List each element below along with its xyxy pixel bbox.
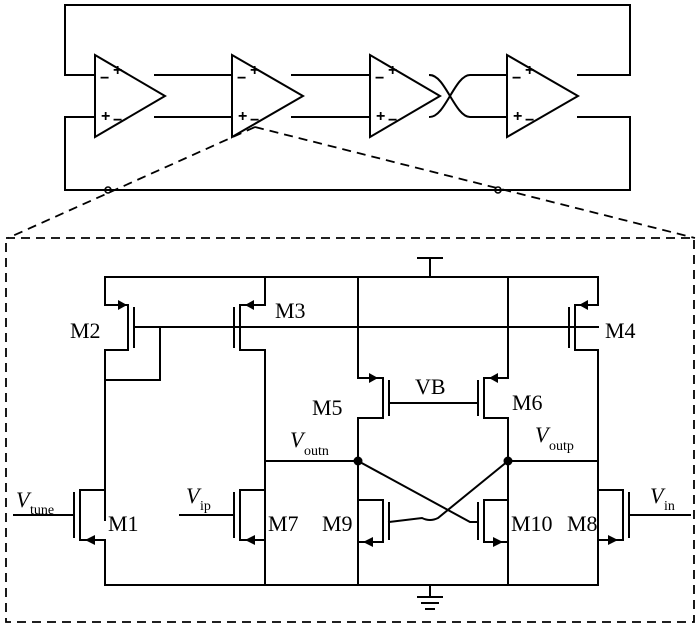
label-m1: M1 bbox=[108, 511, 139, 536]
vdd-symbol bbox=[417, 257, 443, 278]
transistor-m10 bbox=[477, 499, 509, 547]
diff-amp-stage-3: − + + − bbox=[369, 53, 442, 139]
label-m2: M2 bbox=[70, 318, 101, 343]
transistor-m7 bbox=[179, 489, 266, 545]
delay-cell-schematic: M2 M3 M4 M5 M6 VB M1 M7 M9 M10 M8 V tune… bbox=[13, 257, 691, 610]
stage-3-out-minus: − bbox=[388, 112, 397, 129]
stage-4-out-plus: + bbox=[525, 62, 534, 79]
label-m3: M3 bbox=[275, 298, 306, 323]
label-m4: M4 bbox=[605, 318, 636, 343]
cross-wire-b bbox=[387, 459, 510, 524]
ring-oscillator: − + + − − + + − − + + − − + + − bbox=[64, 4, 631, 191]
transistor-m4 bbox=[568, 276, 599, 586]
transistor-m5 bbox=[357, 276, 390, 586]
wire-s3-s4-cross-b bbox=[428, 74, 508, 119]
stage-1-out-minus: − bbox=[113, 112, 122, 129]
svg-text:V: V bbox=[290, 427, 306, 452]
delay-cell-boundary bbox=[5, 237, 695, 623]
stage-1-in-minus: − bbox=[100, 70, 109, 87]
stage-3-in-minus: − bbox=[375, 70, 384, 87]
label-vb: VB bbox=[415, 374, 446, 399]
label-m10: M10 bbox=[511, 511, 553, 536]
zoom-tap-right bbox=[494, 186, 502, 194]
stage-1-out-plus: + bbox=[113, 62, 122, 79]
label-voutp: V outp bbox=[535, 422, 574, 454]
svg-text:outn: outn bbox=[304, 444, 329, 459]
svg-text:ip: ip bbox=[200, 499, 211, 514]
stage-4-in-plus: + bbox=[513, 108, 522, 125]
stage-2-out-plus: + bbox=[250, 62, 259, 79]
stage-2-in-plus: + bbox=[238, 108, 247, 125]
svg-text:V: V bbox=[535, 422, 551, 447]
transistor-m1 bbox=[13, 489, 106, 586]
svg-text:V: V bbox=[650, 483, 666, 508]
zoom-line-left bbox=[7, 126, 256, 239]
stage-2-out-minus: − bbox=[250, 112, 259, 129]
svg-text:outp: outp bbox=[549, 439, 574, 454]
transistor-m9 bbox=[357, 499, 390, 547]
m2-diode-wire bbox=[104, 326, 161, 381]
transistor-m6 bbox=[477, 276, 509, 586]
zoom-line-right bbox=[254, 126, 696, 239]
feedback-wire-bottom bbox=[64, 116, 631, 191]
label-m7: M7 bbox=[268, 511, 299, 536]
diff-amp-stage-2: − + + − bbox=[231, 53, 305, 139]
label-voutn: V outn bbox=[290, 427, 329, 459]
stage-3-in-plus: + bbox=[376, 108, 385, 125]
label-m5: M5 bbox=[312, 395, 343, 420]
transistor-m8 bbox=[597, 489, 691, 545]
label-vtune: V tune bbox=[16, 487, 54, 518]
stage-4-in-minus: − bbox=[512, 70, 521, 87]
cross-wire-a bbox=[356, 459, 479, 523]
feedback-wire-top bbox=[64, 4, 631, 76]
svg-text:V: V bbox=[186, 483, 202, 508]
label-m8: M8 bbox=[567, 511, 598, 536]
stage-2-in-minus: − bbox=[237, 70, 246, 87]
label-m9: M9 bbox=[322, 511, 353, 536]
svg-text:tune: tune bbox=[30, 503, 54, 518]
transistor-m2 bbox=[104, 276, 599, 521]
label-vin: V in bbox=[650, 483, 675, 514]
zoom-tap-left bbox=[104, 186, 112, 194]
diff-amp-stage-1: − + + − bbox=[94, 53, 167, 139]
transistor-m3 bbox=[233, 276, 266, 586]
label-vip: V ip bbox=[186, 483, 211, 514]
svg-text:V: V bbox=[16, 487, 32, 512]
stage-1-in-plus: + bbox=[101, 108, 110, 125]
wire-s3-s4-cross-a bbox=[428, 73, 508, 118]
diff-amp-stage-4: − + + − bbox=[506, 53, 580, 139]
svg-text:in: in bbox=[664, 499, 675, 514]
stage-3-out-plus: + bbox=[388, 62, 397, 79]
stage-4-out-minus: − bbox=[525, 112, 534, 129]
gnd-symbol bbox=[417, 584, 443, 610]
label-m6: M6 bbox=[512, 390, 543, 415]
